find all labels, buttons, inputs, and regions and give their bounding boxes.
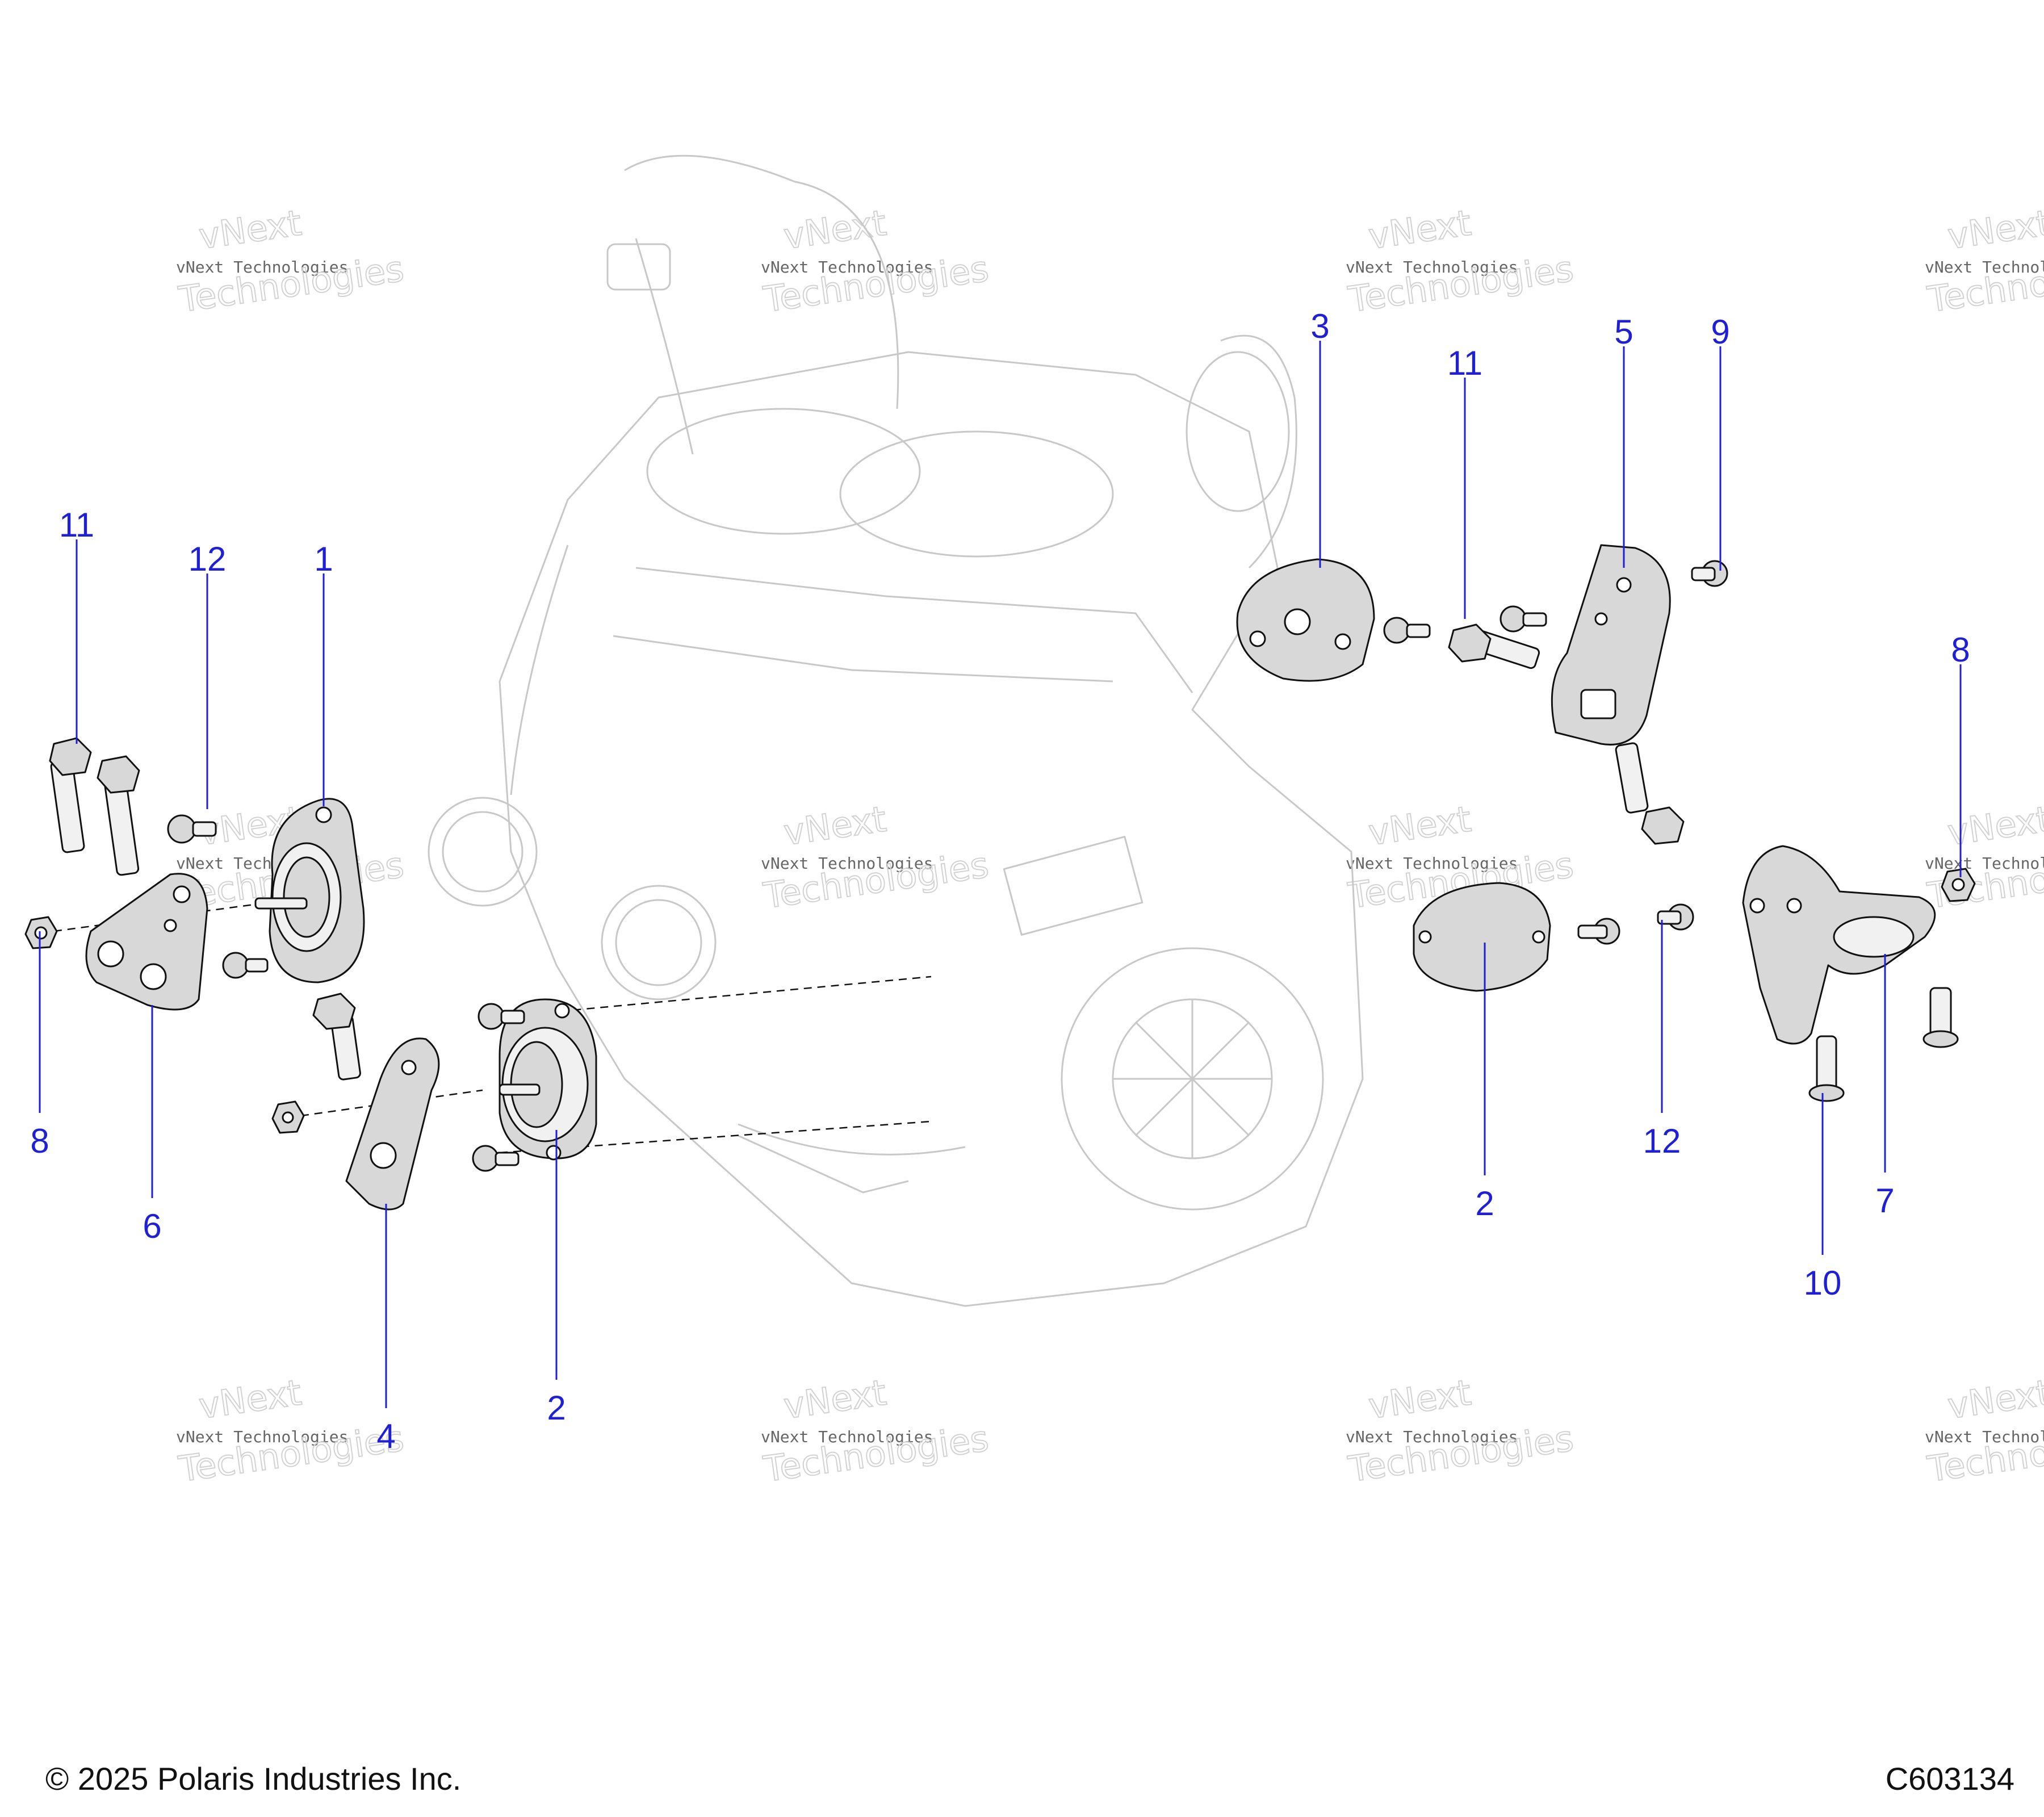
watermark-line: vNext Technologies [1346,854,1518,873]
bolt-11-left [49,737,140,876]
watermark-line: vNext Technologies [176,258,348,277]
callout-2: 2 [547,1389,566,1427]
engine-mount-1 [254,798,365,983]
bracket-7 [1742,845,1976,1048]
bracket-5 [1551,544,1685,845]
callout-12: 12 [1643,1122,1681,1160]
watermark-line: vNext Technologies [1346,1427,1518,1446]
callout-6: 6 [143,1207,161,1245]
bolt-11-right [1448,605,1547,669]
bolt-lower-left [312,993,361,1081]
callout-1: 1 [314,540,333,578]
callout-9: 9 [1711,313,1729,351]
watermark-line: vNext Technologies [761,854,933,873]
watermark-word-1: vNext [1945,1372,2044,1427]
callout-11: 11 [1447,344,1482,382]
callout-8: 8 [30,1122,49,1160]
watermark-line: vNext Technologies [1346,258,1518,277]
callout-11: 11 [59,506,94,544]
callout-7: 7 [1875,1182,1894,1220]
callout-8: 8 [1951,631,1970,669]
copyright-text: © 2025 Polaris Industries Inc. [45,1761,462,1797]
screw-12-left [167,814,269,979]
watermark-line: vNext Technologies [176,1427,348,1446]
engine-mount-2-left [472,998,597,1172]
callout-2: 2 [1475,1184,1494,1223]
bracket-6 [85,873,208,1011]
nut-8-left [24,916,58,949]
watermark-line: vNext Technologies [761,1427,933,1446]
watermark-word-1: vNext [1366,202,1474,257]
watermark-line: vNext Technologies [761,258,933,277]
mount-plate-3 [1236,558,1431,682]
leader-lines [39,341,1962,1408]
callout-4: 4 [376,1417,395,1455]
watermark-line: vNext Technologies [1925,258,2044,277]
engine-mount-2-right [1413,882,1694,992]
watermark-word-1: vNext [196,202,304,257]
watermark-line: vNext Technologies [1925,854,2044,873]
callout-10: 10 [1804,1264,1842,1302]
screw-9 [1691,560,1728,587]
pin-10 [1808,1035,1845,1102]
diagram-code: C603134 [1885,1761,2014,1797]
watermark-word-1: vNext [1366,1372,1474,1427]
engine-assembly-illustration [428,154,1364,1307]
watermark-word-1: vNext [196,1372,304,1427]
watermark-word-1: vNext [1945,202,2044,257]
watermark-word-1: vNext [781,202,889,257]
bracket-4 [271,1037,440,1211]
watermark-word-1: vNext [781,1372,889,1427]
callout-5: 5 [1614,313,1633,351]
watermark-word-1: vNext [1366,798,1474,853]
callout-3: 3 [1310,307,1329,345]
callout-12: 12 [189,540,227,578]
watermark-word-1: vNext [781,798,889,853]
watermark-line: vNext Technologies [1925,1427,2044,1446]
